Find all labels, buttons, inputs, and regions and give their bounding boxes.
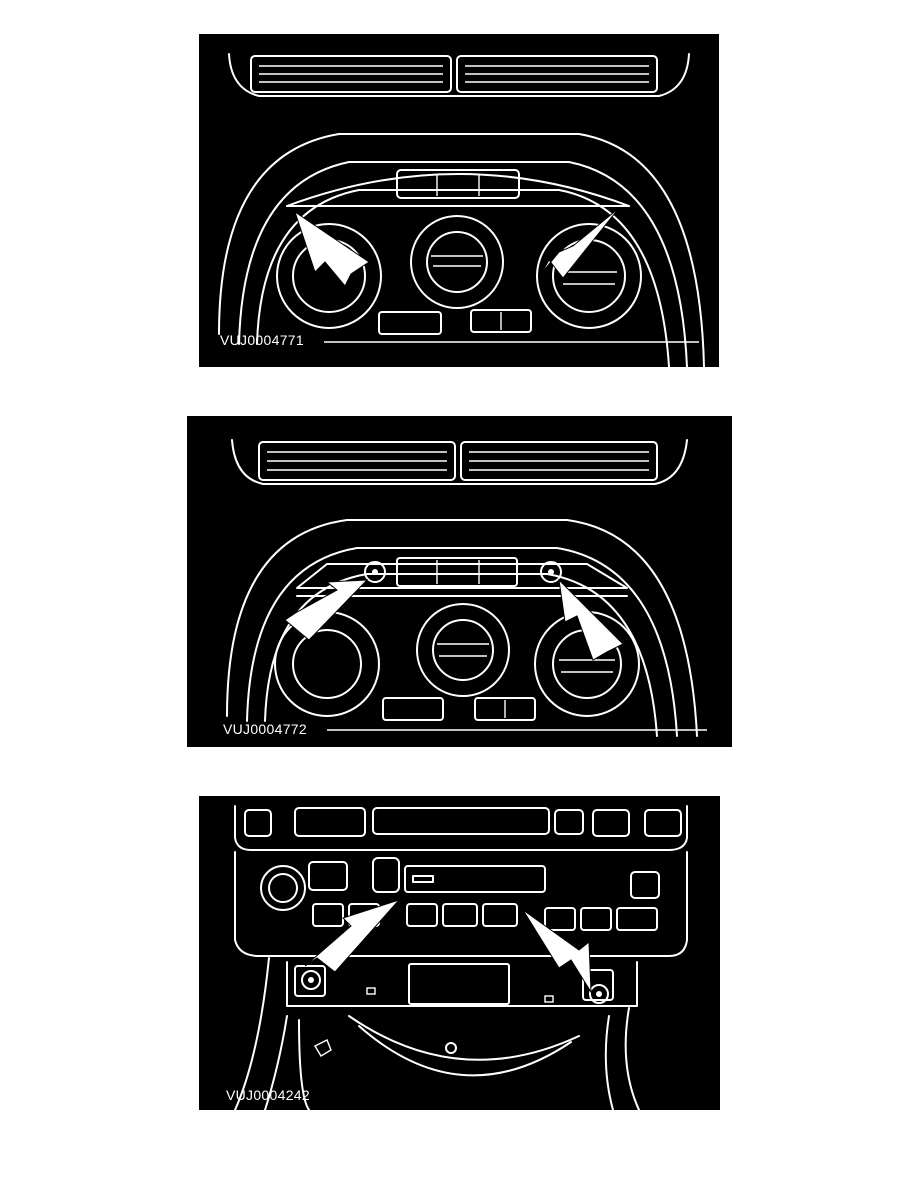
arrow-left — [284, 579, 369, 641]
arrow-left — [304, 898, 401, 973]
lower-console-line-drawing — [234, 805, 688, 1110]
console-surround — [218, 133, 705, 367]
arrow-right — [558, 578, 624, 661]
round-air-vents — [274, 603, 640, 717]
arrow-right — [540, 207, 620, 279]
radio-unit — [234, 851, 688, 957]
arrow-right — [522, 909, 592, 994]
round-air-vents — [276, 215, 642, 329]
vent-panel-line-drawing — [218, 53, 705, 367]
vent-panel-screws-line-drawing — [226, 439, 707, 737]
illustration-lower-console-screws: VUJ0004242 — [199, 796, 720, 1110]
panel-screws — [301, 970, 609, 1004]
lower-switches — [382, 697, 536, 721]
figure-label: VUJ0004771 — [220, 332, 304, 348]
upper-vent-grilles — [228, 53, 690, 97]
illustration-vent-panel-release: VUJ0004771 — [199, 34, 719, 367]
bracket-screws — [364, 561, 562, 583]
vent-bezel — [286, 169, 630, 207]
upper-control-buttons — [234, 805, 688, 851]
figure-label: VUJ0004772 — [223, 721, 307, 737]
figure-label: VUJ0004242 — [226, 1087, 310, 1103]
lower-switches — [378, 309, 532, 335]
lower-panel — [286, 961, 638, 1007]
illustration-vent-panel-screws: VUJ0004772 — [187, 416, 732, 747]
arrow-left — [294, 210, 370, 287]
upper-vent-grilles — [231, 439, 688, 485]
centre-console-tunnel — [234, 957, 640, 1110]
